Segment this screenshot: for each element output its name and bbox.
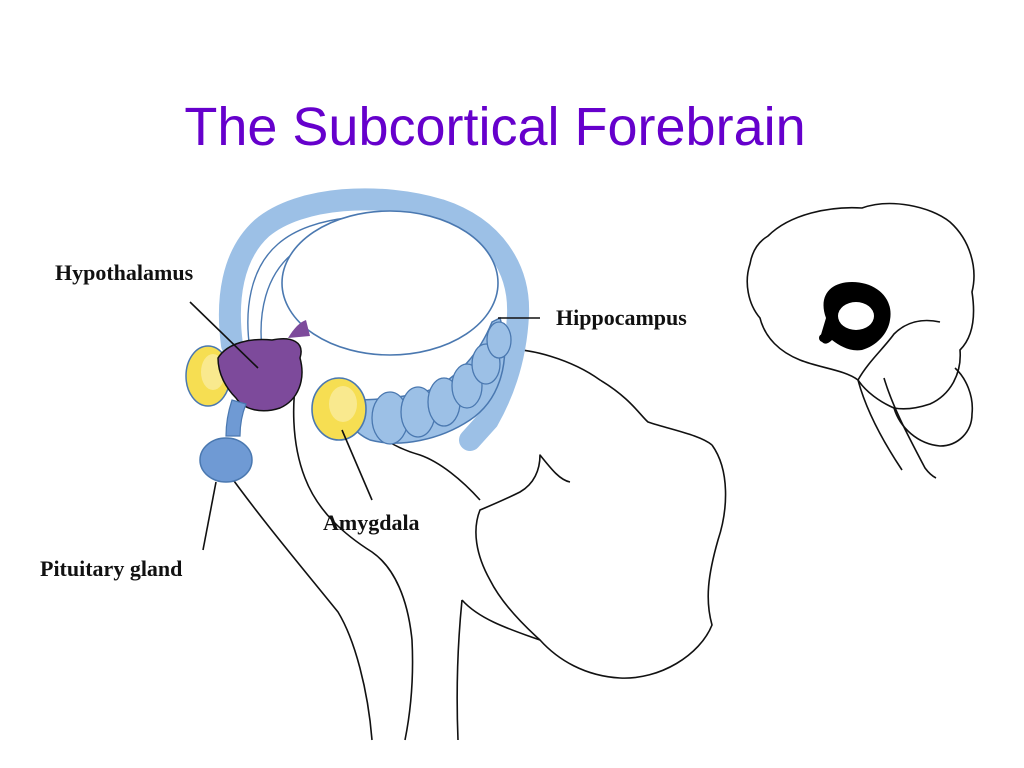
amygdala-leader [341,429,373,501]
cerebellum-outline [475,444,727,679]
label-hippocampus: Hippocampus [556,305,687,330]
hippocampus-group [218,188,530,451]
brainstem-left-edge [225,469,373,741]
pituitary-leader [202,481,217,551]
hypothalamus [217,338,303,412]
label-hypothalamus: Hypothalamus [55,260,194,285]
cortex-upper-contour [491,348,713,446]
cortex-lower-contour [292,359,414,741]
inset-inner-contour [857,319,941,381]
pituitary-gland [199,437,253,483]
inset-cerebellum [893,367,974,447]
label-amygdala: Amygdala [323,510,420,535]
hypothalamus-leader [189,301,259,369]
inset-highlight-dot [819,334,827,342]
hippocampus-lobes [371,321,512,445]
inset-brainstem [857,377,937,479]
amygdala-right-shade [329,386,357,422]
inset-highlight-hole [838,302,874,330]
fornix-inner-strand-2 [260,253,293,351]
amygdala-right [311,377,367,441]
hypothalamus-stalk [288,320,310,338]
brainstem-right-edge [456,599,463,741]
slide-title: The Subcortical Forebrain [184,97,806,157]
brain-inset [746,202,975,479]
label-pituitary-gland: Pituitary gland [40,556,182,581]
pituitary-stalk [225,399,247,437]
inset-cortex-outline [746,202,975,410]
hippocampus-lobe [486,321,512,359]
pons-contour [461,599,541,641]
fornix-interior [281,210,499,356]
leader-lines [189,301,540,551]
fornix-outer-arc [218,188,530,451]
